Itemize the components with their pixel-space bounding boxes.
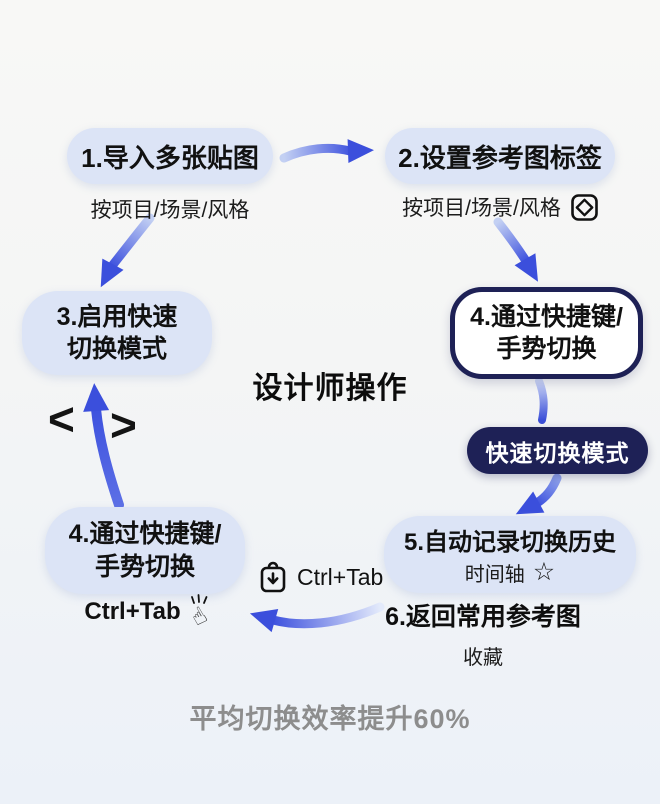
history-shortcut-label: Ctrl+Tab xyxy=(297,564,384,590)
import-clipboard-icon xyxy=(260,561,286,593)
tag-icon xyxy=(571,193,598,221)
node-step4-line2: 手势切换 xyxy=(496,335,597,363)
node-step2-title: 2.设置参考图标签 xyxy=(398,142,602,173)
node-step3-line1: 3.启用快速 xyxy=(56,302,178,331)
arrowhead-step2-to-step4 xyxy=(514,253,538,282)
angle-right-glyph: > xyxy=(110,399,137,451)
footer-stat: 平均切换效率提升60% xyxy=(189,704,471,734)
arrow-badge-to-step5 xyxy=(532,473,562,508)
node-step4-line1: 4.通过快捷键/ xyxy=(470,302,623,331)
node-step4-repeat-line1: 4.通过快捷键/ xyxy=(68,520,222,548)
node-step6-title: 6.返回常用参考图 xyxy=(385,603,581,631)
node-step4-repeat: 4.通过快捷键/ 手势切换 xyxy=(45,507,245,594)
arrowhead-badge-to-step5 xyxy=(515,491,545,515)
arrow-step1-to-step3 xyxy=(107,213,155,271)
node-step2-subtitle-row: 按项目/场景/风格 xyxy=(378,192,623,222)
node-step6-subtitle: 收藏 xyxy=(463,647,503,669)
arrowhead-step1-to-step3 xyxy=(100,258,124,288)
quick-switch-mode-badge: 快速切换模式 xyxy=(467,427,648,474)
center-label: 设计师操作 xyxy=(252,372,408,405)
node-step1-title: 1.导入多张贴图 xyxy=(81,142,259,173)
quick-switch-mode-label: 快速切换模式 xyxy=(485,439,630,466)
node-step4-title: 4.通过快捷键/ 手势切换 xyxy=(470,301,623,366)
arrow-step2-to-step4 xyxy=(493,217,531,266)
hand-gesture-icon: ☝ xyxy=(186,594,216,631)
arrow-step6-to-step4 xyxy=(268,602,385,629)
arrowhead-step1-to-step2 xyxy=(347,139,374,164)
arrowhead-step4-to-step3 xyxy=(83,383,110,412)
star-icon: ☆ xyxy=(532,558,556,586)
node-step5: 5.自动记录切换历史 时间轴 ☆ xyxy=(384,516,636,593)
angle-left-glyph: < xyxy=(48,393,75,445)
gesture-shortcut-row: Ctrl+Tab ☝ xyxy=(45,594,255,631)
arrow-step4-to-step3 xyxy=(91,404,124,510)
arrowhead-step6-to-step4 xyxy=(249,609,279,633)
node-step4-repeat-line2: 手势切换 xyxy=(94,552,195,581)
arrow-step1-to-step2 xyxy=(279,143,355,163)
node-step1: 1.导入多张贴图 xyxy=(67,128,273,184)
node-step6: 6.返回常用参考图 收藏 xyxy=(372,597,594,670)
node-step5-title: 5.自动记录切换历史 xyxy=(403,529,616,556)
motion-lines-icon xyxy=(190,594,208,604)
node-step4-active: 4.通过快捷键/ 手势切换 xyxy=(450,287,643,379)
node-step2: 2.设置参考图标签 xyxy=(385,128,615,184)
history-shortcut-row: Ctrl+Tab xyxy=(258,561,383,594)
node-step3-title: 3.启用快速 切换模式 xyxy=(57,301,178,366)
node-step3-line2: 切换模式 xyxy=(66,335,167,363)
node-step4-repeat-title: 4.通过快捷键/ 手势切换 xyxy=(69,518,222,583)
gesture-shortcut-label: Ctrl+Tab xyxy=(84,598,181,625)
node-step5-subtitle: 时间轴 xyxy=(464,564,525,586)
connector-step4-to-badge xyxy=(535,377,548,424)
node-step1-subtitle: 按项目/场景/风格 xyxy=(90,199,250,222)
node-step3: 3.启用快速 切换模式 xyxy=(22,291,212,375)
node-step2-subtitle: 按项目/场景/风格 xyxy=(402,197,561,220)
node-step5-subtitle-row: 时间轴 ☆ xyxy=(465,558,555,587)
